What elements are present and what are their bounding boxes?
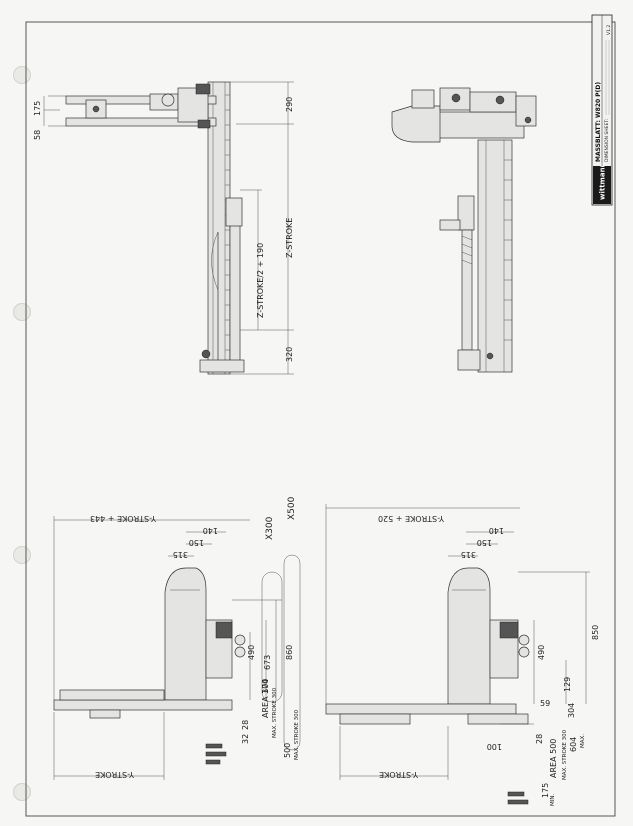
- title-block: wittmann MASSBLATT: W820 P(D) DIMENSION …: [591, 14, 613, 206]
- dim-note-area-300: MAX. STROKE 300: [272, 687, 278, 738]
- dim-note-area-500: MAX. STROKE 300: [562, 729, 568, 780]
- dim-label-150-left: 150: [189, 538, 204, 547]
- dim-note-604: MAX.: [580, 734, 586, 748]
- dim-label-320: 320: [285, 347, 294, 362]
- dim-label-315-right: 315: [461, 550, 476, 559]
- dim-label-304: 304: [567, 703, 576, 718]
- dim-label-500-left: 500: [283, 743, 292, 758]
- dim-label-290: 290: [285, 97, 294, 112]
- dim-label-z-stroke-half: Z-STROKE/2 + 190: [256, 243, 265, 318]
- brand-logo: [593, 166, 611, 204]
- small-details-right: [507, 791, 529, 805]
- dim-label-850: 850: [591, 625, 600, 640]
- plan-view-area-500: Y-STROKE + 520 140 150 315 850 490 129 5…: [325, 504, 600, 806]
- dim-label-150-right: 150: [477, 538, 492, 547]
- dim-label-58: 58: [33, 130, 42, 140]
- dim-label-x300: X300: [265, 516, 275, 540]
- dim-label-490-right: 490: [537, 645, 546, 660]
- dim-label-860: 860: [285, 645, 294, 660]
- drawing-border: [25, 21, 616, 817]
- dim-label-x500: X500: [287, 496, 297, 520]
- dim-label-32: 32: [241, 734, 250, 744]
- front-elevation-view: [391, 87, 537, 373]
- title-block-revision: V1.2: [606, 25, 612, 35]
- dim-label-129: 129: [563, 677, 572, 692]
- plan-view-area-300: Y-STROKE + 443 140 150 315 X300 X500 860…: [53, 496, 301, 780]
- dim-label-174: 174: [261, 679, 270, 694]
- dim-label-140-left: 140: [203, 526, 218, 535]
- dim-label-175-right: 175: [541, 783, 550, 798]
- dim-note-175-right: MIN.: [550, 794, 556, 806]
- dim-label-100: 100: [487, 742, 502, 751]
- dim-label-28-left: 28: [241, 720, 250, 730]
- dim-label-y-stroke-443: Y-STROKE + 443: [90, 514, 157, 523]
- dim-label-area-500: AREA 500: [549, 739, 558, 778]
- brand-text: wittmann: [599, 162, 607, 200]
- dim-label-y-stroke-left: Y-STROKE: [95, 770, 135, 779]
- dim-label-490-left: 490: [247, 645, 256, 660]
- dim-label-y-stroke-right: Y-STROKE: [379, 770, 419, 779]
- dim-label-y-stroke-520: Y-STROKE + 520: [378, 514, 445, 523]
- side-elevation-view: 175 58 290 Z-STROKE 320 Z-STROKE/2 + 190: [33, 81, 294, 375]
- dim-label-140-right: 140: [489, 526, 504, 535]
- dim-label-z-stroke: Z-STROKE: [285, 218, 294, 258]
- dim-label-175: 175: [33, 101, 42, 116]
- dim-label-area-300: AREA 300: [261, 679, 270, 718]
- dim-label-673: 673: [263, 655, 272, 670]
- title-block-line2: DIMENSION SHEET:: [604, 119, 610, 162]
- dim-label-59: 59: [540, 699, 550, 708]
- dim-label-315-left: 315: [173, 550, 188, 559]
- dim-label-604: 604: [569, 737, 578, 752]
- dim-label-28-right: 28: [535, 734, 544, 744]
- small-details-left: [205, 743, 227, 765]
- title-block-line1: MASSBLATT: W820 P(D): [595, 82, 602, 162]
- dim-note-500-left: MAX. STROKE 300: [294, 709, 300, 760]
